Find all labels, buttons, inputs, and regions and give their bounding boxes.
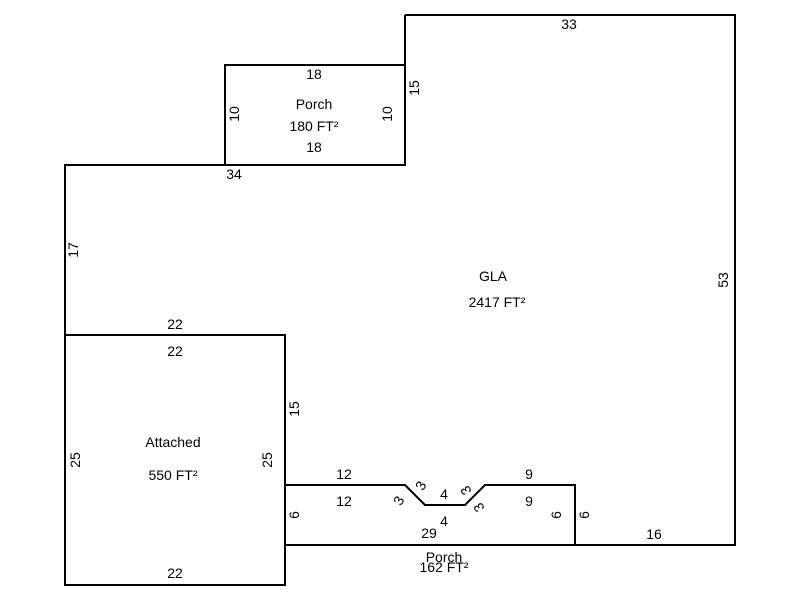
attached-label: Attached	[145, 434, 200, 450]
dim-porch-bottom-left-6: 6	[286, 511, 302, 519]
dim-porch-bottom-notch-outer-4: 4	[440, 486, 448, 502]
dim-attached-top: 22	[167, 343, 183, 359]
porch-top-label: Porch	[296, 96, 333, 112]
dim-attached-right: 25	[259, 452, 275, 468]
dim-porch-top-top: 18	[306, 66, 322, 82]
dim-gla-attached-right: 15	[286, 401, 302, 417]
dim-gla-right: 53	[715, 272, 731, 288]
gla-label: GLA	[479, 268, 508, 284]
porch-bottom-size: 162 FT²	[419, 559, 468, 575]
porch-top-size: 180 FT²	[289, 118, 338, 134]
porch-top-outline	[224, 64, 406, 166]
dim-gla-step: 15	[406, 80, 422, 96]
dim-porch-bottom-diag-d: 3	[470, 500, 488, 515]
dim-porch-bottom-diag-a: 3	[412, 478, 430, 493]
gla-outline	[405, 14, 736, 546]
dim-attached-left: 25	[67, 452, 83, 468]
dim-porch-top-bottom: 18	[306, 139, 322, 155]
porch-bottom-label: Porch	[426, 549, 463, 565]
attached-garage-outline	[64, 334, 286, 586]
dim-gla-bottom-right: 16	[646, 526, 662, 542]
dim-porch-bottom-right-6-outer: 6	[576, 511, 592, 519]
dim-porch-bottom-diag-b: 3	[390, 493, 408, 508]
dim-porch-bottom-outer-12: 12	[336, 466, 352, 482]
dim-porch-bottom-29: 29	[421, 525, 437, 541]
dim-porch-bottom-inner-12: 12	[336, 493, 352, 509]
dim-gla-left: 17	[65, 242, 81, 258]
dim-porch-top-left: 10	[226, 106, 242, 122]
attached-size: 550 FT²	[148, 467, 197, 483]
dim-porch-bottom-notch-inner-4: 4	[440, 513, 448, 529]
dim-porch-top-right: 10	[379, 106, 395, 122]
dim-porch-bottom-inner-9: 9	[525, 493, 533, 509]
dim-gla-top: 33	[561, 16, 577, 32]
dim-gla-attached-top: 22	[167, 316, 183, 332]
gla-size: 2417 FT²	[469, 294, 526, 310]
gla-outline-left	[64, 15, 576, 545]
dim-porch-bottom-outer-9: 9	[525, 466, 533, 482]
dim-attached-bottom: 22	[167, 565, 183, 581]
dim-porch-bottom-diag-c: 3	[457, 483, 475, 498]
dim-porch-bottom-right-6-inner: 6	[548, 511, 564, 519]
porch-bottom-outline	[284, 485, 575, 546]
dim-gla-top-left: 34	[226, 166, 242, 182]
